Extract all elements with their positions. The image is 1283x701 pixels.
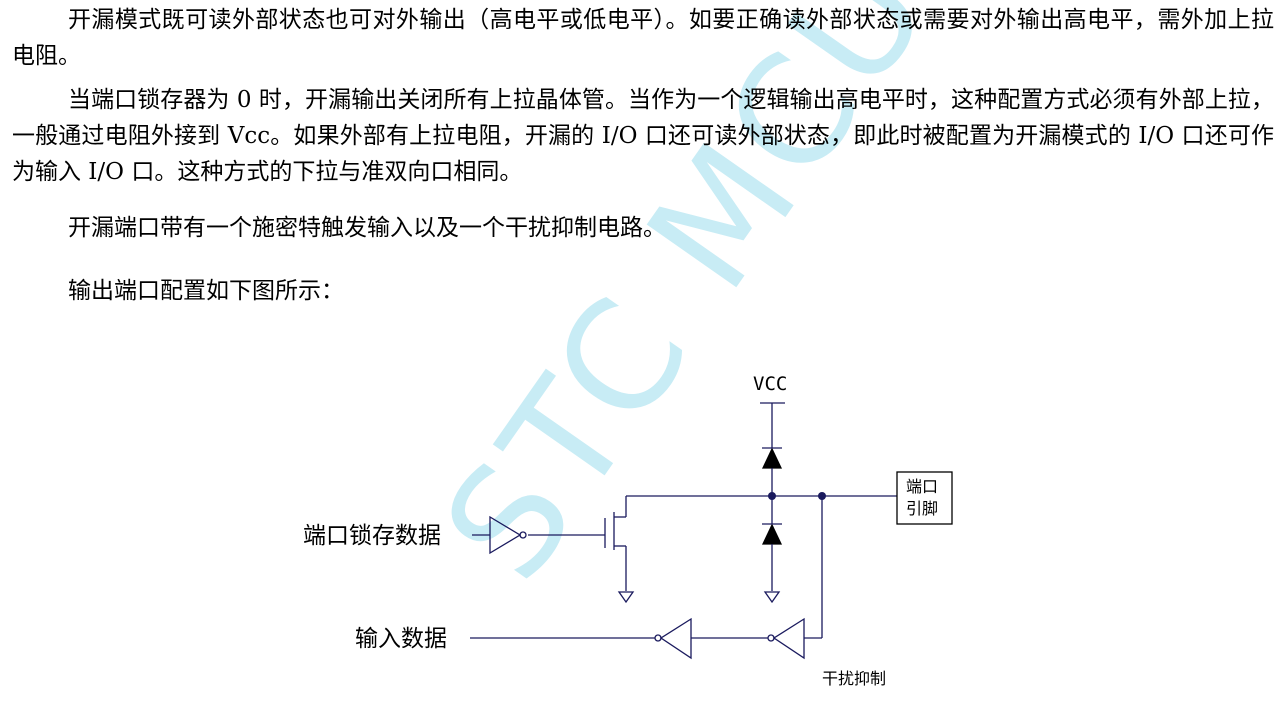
suppression-buffer-icon (767, 617, 805, 660)
input-buffer-icon (654, 617, 692, 660)
vcc-label: VCC (753, 373, 787, 395)
ground-icon (617, 591, 635, 604)
input-data-label: 输入数据 (355, 626, 447, 652)
junction-dot (768, 492, 776, 500)
paragraph-figure-intro: 输出端口配置如下图所示： (68, 278, 344, 304)
paragraph-open-drain-intro: 开漏模式既可读外部状态也可对外输出（高电平或低电平）。如要正确读外部状态或需要对… (12, 7, 1274, 69)
pin-label-line2: 引脚 (906, 499, 938, 518)
lower-diode-icon (761, 523, 783, 545)
nmos-transistor-icon (604, 512, 615, 550)
latch-inverter-icon (489, 515, 527, 555)
pin-box (896, 471, 953, 525)
paragraph-latch-zero: 当端口锁存器为 0 时，开漏输出关闭所有上拉晶体管。当作为一个逻辑输出高电平时，… (12, 87, 1274, 185)
latch-data-label: 端口锁存数据 (303, 523, 441, 549)
suppression-label: 干扰抑制 (822, 669, 886, 688)
pin-label-line1: 端口 (906, 477, 938, 496)
junction-dot (818, 492, 826, 500)
upper-diode-icon (761, 447, 783, 469)
ground-icon (763, 591, 781, 604)
paragraph-schmitt-trigger: 开漏端口带有一个施密特触发输入以及一个干扰抑制电路。 (68, 215, 666, 241)
